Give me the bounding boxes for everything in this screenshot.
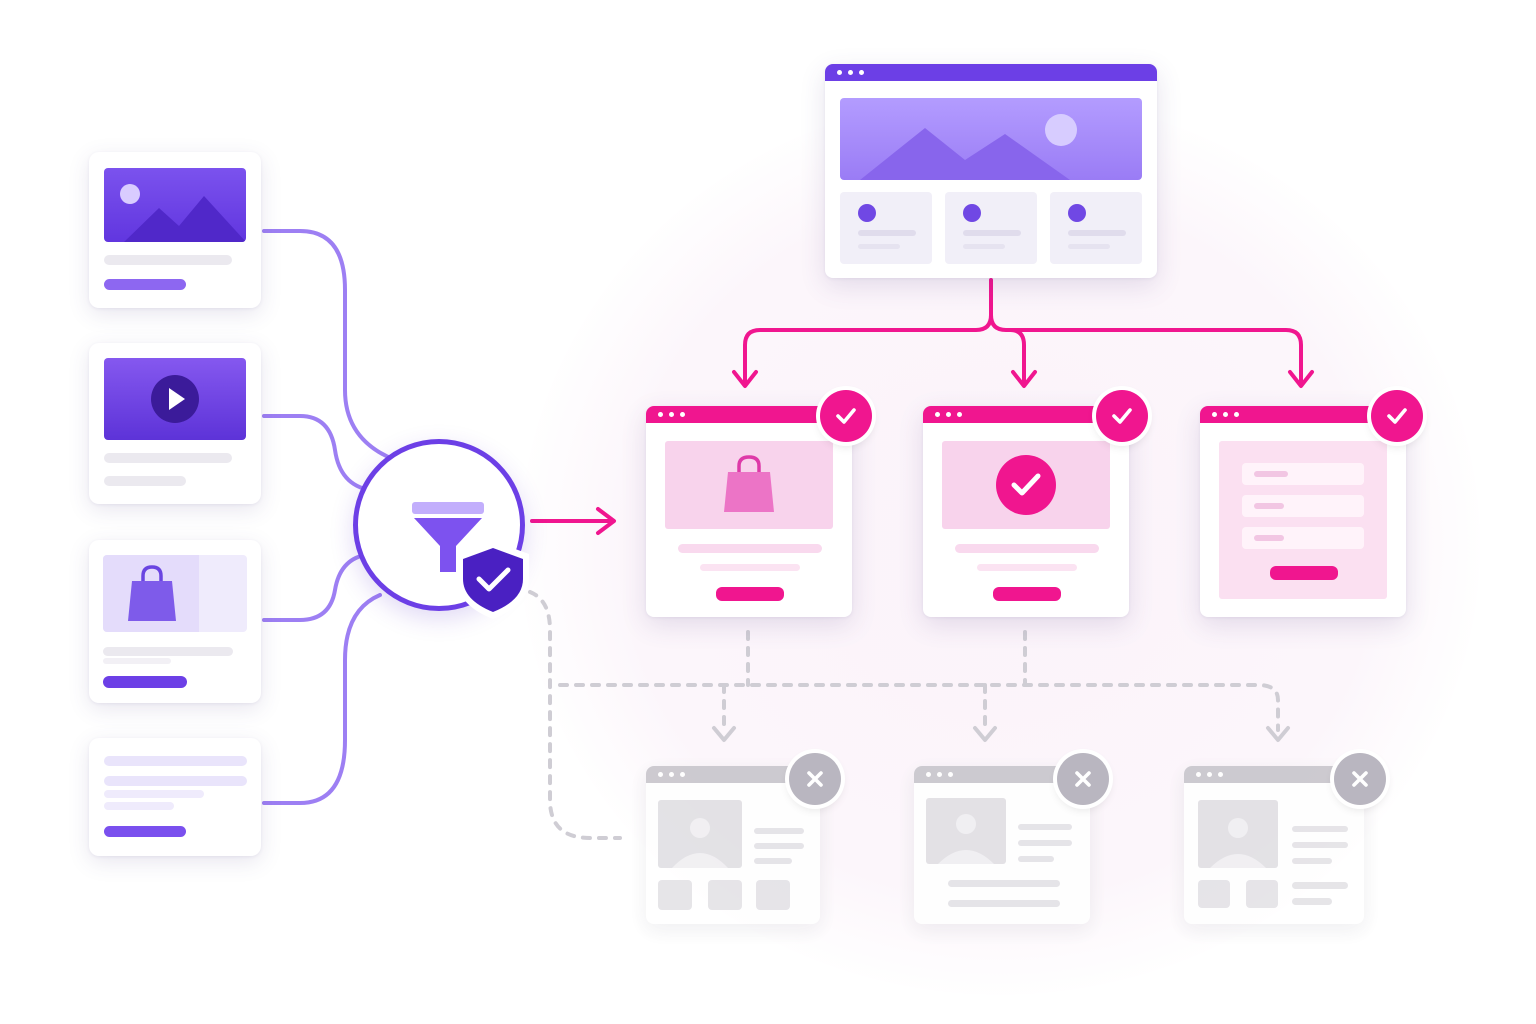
input-card-image (89, 152, 261, 308)
funnel-icon (412, 502, 484, 572)
image-icon (120, 184, 246, 242)
text-line (103, 647, 233, 656)
close-icon (1075, 771, 1091, 787)
source-page-window (825, 64, 1157, 278)
rejected-badge (1334, 753, 1386, 805)
approved-badge (1096, 390, 1148, 442)
product-thumbnail (103, 555, 247, 632)
connector-text (262, 593, 382, 805)
check-circle-icon (996, 455, 1056, 515)
rejected-badge (789, 753, 841, 805)
approved-page-confirmation (923, 406, 1129, 617)
image-thumbnail (104, 168, 246, 242)
shield-check-icon (457, 541, 529, 619)
input-card-video (89, 343, 261, 504)
rejected-paths (528, 590, 1280, 840)
text-line (104, 776, 247, 786)
connector-image (262, 229, 397, 462)
accent-line (104, 826, 186, 837)
feature-tile (1050, 192, 1142, 264)
image-icon (672, 818, 728, 868)
check-icon (1387, 408, 1407, 424)
text-line (104, 790, 204, 798)
connector-video (262, 414, 372, 492)
image-icon (938, 814, 994, 864)
cta-button-shape (1270, 566, 1338, 580)
rejected-badge (1057, 753, 1109, 805)
form-field (1242, 463, 1364, 485)
text-line (104, 756, 247, 766)
image-icon (1210, 818, 1266, 868)
accent-line (103, 676, 187, 688)
text-line (104, 255, 232, 265)
shopping-bag-icon (128, 565, 176, 621)
text-line (103, 658, 171, 664)
hero-image (840, 98, 1142, 180)
approved-badge (1371, 390, 1423, 442)
close-icon (1352, 771, 1368, 787)
input-card-product (89, 540, 261, 703)
distribution-tree (732, 278, 1314, 388)
text-line (104, 453, 232, 463)
approved-page-product (646, 406, 852, 617)
accent-line (104, 279, 186, 290)
input-card-text (89, 738, 261, 856)
play-icon (151, 375, 199, 423)
feature-tile (840, 192, 932, 264)
close-icon (807, 771, 823, 787)
check-icon (836, 408, 856, 424)
approved-page-form (1200, 406, 1406, 617)
text-line (104, 802, 174, 810)
cta-button-shape (993, 587, 1061, 601)
text-line (104, 476, 186, 486)
input-connectors (262, 229, 397, 805)
feature-tile (945, 192, 1037, 264)
rejected-page-article (1184, 766, 1364, 924)
cta-button-shape (716, 587, 784, 601)
shopping-bag-icon (724, 455, 774, 512)
image-icon (860, 114, 1077, 180)
connector-product (262, 553, 367, 622)
approved-badge (820, 390, 872, 442)
video-thumbnail (104, 358, 246, 440)
rejected-page-gallery (646, 766, 820, 924)
form-field (1242, 495, 1364, 517)
check-icon (1112, 408, 1132, 424)
form-field (1242, 527, 1364, 549)
